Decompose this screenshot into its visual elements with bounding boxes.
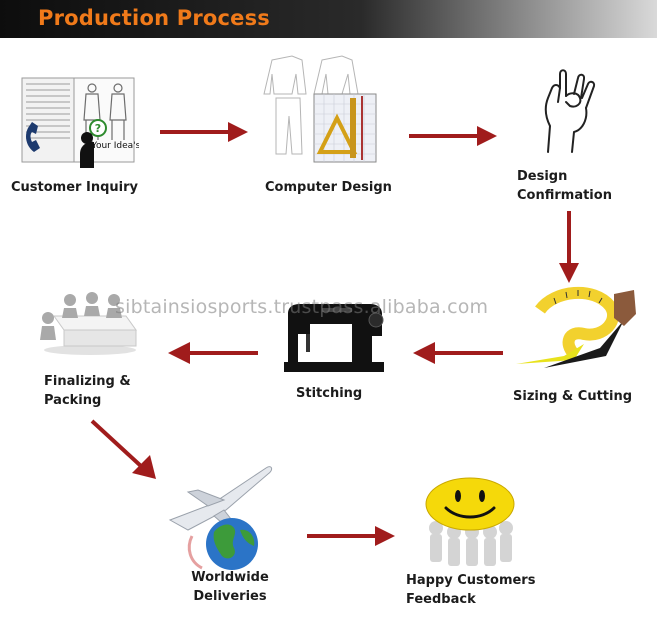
packing-team-icon xyxy=(40,292,137,355)
label-happy-customers-line-2: Feedback xyxy=(406,592,476,607)
arrow-left-2 xyxy=(168,342,258,364)
arrow-down-1 xyxy=(559,211,579,283)
label-worldwide-deliveries-line-1: Worldwide xyxy=(191,570,269,585)
step-design-confirmation xyxy=(538,66,600,156)
computer-design-icon xyxy=(263,55,377,163)
label-happy-customers: Happy Customers Feedback xyxy=(406,571,535,609)
label-customer-inquiry: Customer Inquiry xyxy=(11,180,138,195)
sewing-machine-icon xyxy=(284,304,384,372)
label-finalizing-packing-line-1: Finalizing & xyxy=(44,374,131,389)
label-sizing-cutting: Sizing & Cutting xyxy=(513,389,633,404)
question-mark: ? xyxy=(95,122,101,135)
smiley-crowd-icon xyxy=(425,477,515,566)
step-customer-inquiry: ? Your Idea's xyxy=(14,76,139,168)
step-worldwide-deliveries xyxy=(168,458,274,574)
label-finalizing-packing: Finalizing & Packing xyxy=(44,372,131,410)
arrow-right-3 xyxy=(307,526,395,546)
header-bar: Production Process xyxy=(0,0,657,38)
step-finalizing-packing xyxy=(40,290,140,356)
label-worldwide-deliveries-line-2: Deliveries xyxy=(193,589,267,604)
label-computer-design: Computer Design xyxy=(265,180,392,195)
step-computer-design xyxy=(262,54,382,166)
arrow-diagonal-1 xyxy=(90,419,156,479)
label-design-confirmation: Design Confirmation xyxy=(517,167,612,205)
arrow-left-1 xyxy=(413,342,503,364)
watermark: sibtainsiosports.trustpass.alibaba.com xyxy=(115,296,489,318)
your-ideas-text: Your Idea's xyxy=(91,141,139,151)
customer-inquiry-icon: ? Your Idea's xyxy=(21,77,139,168)
arrow-right-2 xyxy=(409,126,497,146)
label-design-confirmation-line-1: Design xyxy=(517,169,568,184)
label-happy-customers-line-1: Happy Customers xyxy=(406,573,536,588)
ok-hand-icon xyxy=(544,69,596,153)
page-title: Production Process xyxy=(38,6,270,30)
tape-scissors-icon xyxy=(516,287,636,368)
label-design-confirmation-line-2: Confirmation xyxy=(517,188,612,203)
arrow-right-1 xyxy=(160,122,248,142)
step-sizing-cutting xyxy=(514,284,638,368)
airplane-globe-icon xyxy=(168,466,273,570)
step-stitching xyxy=(282,300,386,374)
label-stitching: Stitching xyxy=(296,386,363,401)
label-worldwide-deliveries: Worldwide Deliveries xyxy=(190,568,270,606)
label-finalizing-packing-line-2: Packing xyxy=(44,393,102,408)
step-happy-customers xyxy=(422,476,518,568)
